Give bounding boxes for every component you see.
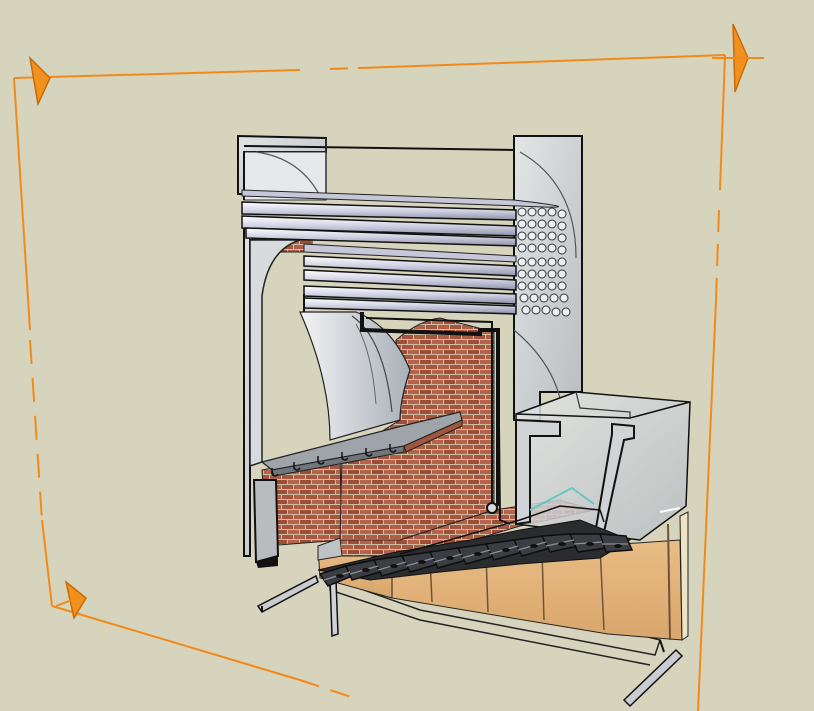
- hearth-ledge: [260, 411, 463, 477]
- section-plane-edge-left-upper: [13, 77, 31, 331]
- glass-wall-left: [237, 134, 327, 568]
- section-plane-edge-left-lower: [41, 519, 53, 607]
- section-plane-arrow-top-right[interactable]: [712, 23, 764, 93]
- section-plane-arrow-top-left[interactable]: [28, 55, 51, 107]
- pipe-ends: [517, 207, 571, 317]
- section-plane-edge-right-upper: [719, 54, 726, 191]
- glass-box-right: [515, 391, 691, 550]
- inner-flue: [303, 294, 511, 525]
- section-plane-edge-top-left: [13, 69, 301, 79]
- floor-beam-right: [622, 639, 684, 708]
- section-plane-edge-top-right: [359, 54, 726, 69]
- section-plane-edge-right-lower: [697, 299, 717, 711]
- top-frame: [237, 136, 515, 200]
- section-plane-edge-bottom-dash: [299, 679, 361, 701]
- section-plane-edge-top-dash: [329, 67, 361, 70]
- pipe-bundle-lower: [303, 243, 517, 315]
- section-plane-arrow-bottom-left[interactable]: [55, 580, 87, 620]
- hearth-hooks: [271, 444, 397, 477]
- section-plane-edge-left-dash: [29, 339, 43, 521]
- pipe-bundle-upper: [241, 189, 559, 247]
- floor-post: [329, 576, 339, 638]
- stairs: [317, 505, 634, 587]
- floor-beam-left: [256, 574, 319, 613]
- section-plane-edge-right-dash: [715, 209, 720, 301]
- section-plane[interactable]: [13, 54, 726, 711]
- section-plane-edge-bottom: [51, 605, 301, 681]
